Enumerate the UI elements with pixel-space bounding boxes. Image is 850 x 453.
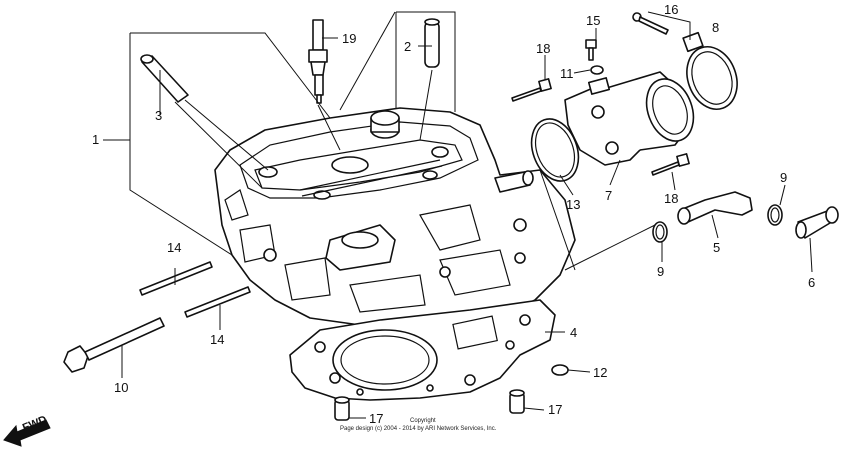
callout-3: 3 [155,108,162,123]
callout-14-upper: 14 [167,240,181,255]
bolt-10 [63,317,165,373]
dowel-17-right [509,389,525,414]
copyright-line-2: Page design (c) 2004 - 2014 by ARI Netwo… [340,426,497,432]
callout-15: 15 [586,13,600,28]
callout-16: 16 [664,2,678,17]
callout-12: 12 [593,365,607,380]
callout-6: 6 [808,275,815,290]
callout-9-right: 9 [780,170,787,185]
fwd-arrow: FWD [3,414,51,447]
bolt-15 [585,39,597,61]
spark-plug [308,19,328,104]
washer-11 [590,65,604,75]
callout-8: 8 [712,20,719,35]
stud-14-lower [184,286,251,318]
assembly-lines [103,11,813,419]
dowel-pipe-2 [424,18,440,68]
callout-17-left: 17 [369,411,383,426]
hose-clamp-8 [682,31,738,110]
callout-19: 19 [342,31,356,46]
callout-1: 1 [92,132,99,147]
callout-2: 2 [404,39,411,54]
intake-gasket-13 [530,118,580,182]
cylinder-head [214,107,576,331]
o-ring-12 [551,364,569,376]
callout-4: 4 [570,325,577,340]
stud-14-upper [139,261,213,296]
intake-pipe [564,71,695,166]
callout-9-left: 9 [657,264,664,279]
clip-9-right [767,204,783,226]
callout-17-right: 17 [548,402,562,417]
clip-9-left [652,221,668,243]
copyright-line-1: Copyright [410,418,436,424]
dowel-pipe-3 [140,54,189,103]
bolt-18-bottom [651,153,690,176]
callout-11: 11 [560,66,574,81]
callout-5: 5 [713,240,720,255]
callout-13: 13 [566,197,580,212]
callout-18-bottom: 18 [664,191,678,206]
bolt-18-top [511,78,552,102]
joint-pipe-6 [795,206,839,239]
callout-18-top: 18 [536,41,550,56]
callout-14-lower: 14 [210,332,224,347]
callout-7: 7 [605,188,612,203]
bolt-16 [632,12,669,35]
callout-10: 10 [114,380,128,395]
head-gasket [289,299,556,401]
dowel-17-left [334,396,350,421]
hose-5 [677,191,753,225]
